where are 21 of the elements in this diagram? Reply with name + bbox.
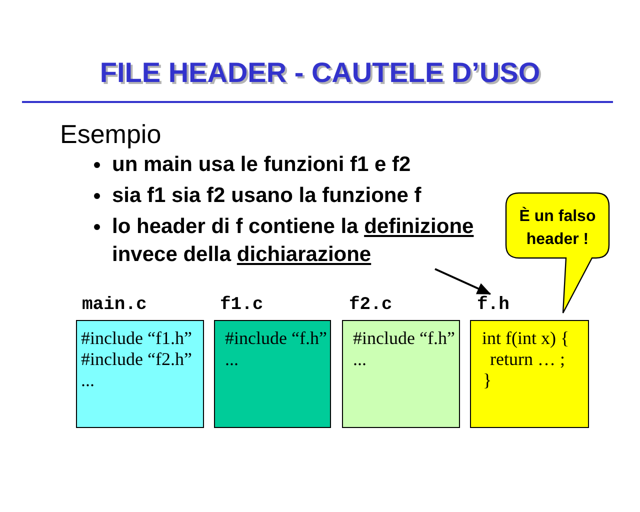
heading-text: Esempio [60,119,162,149]
file-name-label: f.h [477,294,510,316]
file-name-label: f1.c [220,294,264,316]
callout-text: È un falso header ! [518,206,597,250]
file-name-label: main.c [82,294,147,316]
code-line: ... [225,349,238,370]
code-line: int f(int x) { [482,328,570,349]
code-line: ... [81,370,94,391]
bullet-text: sia f1 sia f2 usano la funzione f [112,183,422,209]
title: FILE HEADER - CAUTELE D’USO [100,56,540,90]
code-line: return … ; [490,349,565,370]
code-line: } [483,370,492,391]
code-line: #include “f2.h” [81,349,192,370]
file-name-label: f2.c [349,294,392,316]
code-line: #include “f.h” [353,328,455,349]
code-line: #include “f1.h” [81,328,192,349]
code-line: ... [353,349,366,370]
bullet-text: lo header di f contiene la definizione invece della dichiarazione [112,213,492,269]
bullet-text: un main usa le funzioni f1 e f2 [112,152,411,178]
arrow [434,268,492,295]
code-line: #include “f.h” [225,328,327,349]
